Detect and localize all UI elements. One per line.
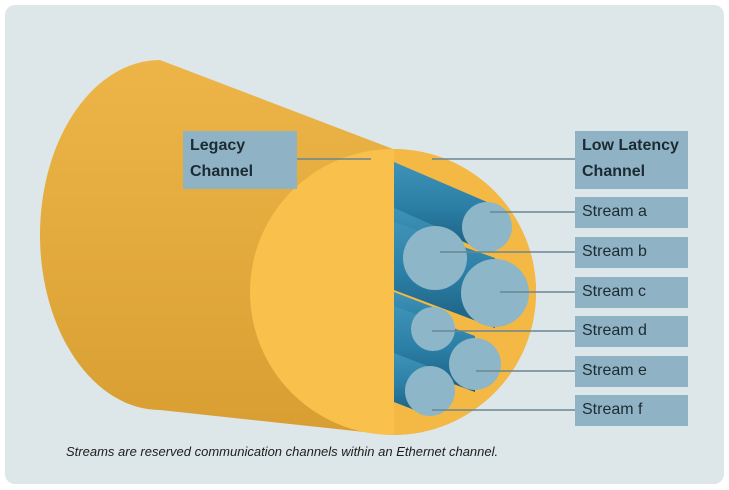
stream-a-end xyxy=(462,202,512,252)
legacy-channel-label: Legacy Channel xyxy=(183,131,297,189)
stream-d-label: Stream d xyxy=(575,316,688,347)
diagram-caption: Streams are reserved communication chann… xyxy=(66,444,499,459)
stream-d-end xyxy=(411,307,455,351)
stream-c-end xyxy=(461,259,529,327)
stream-b-end xyxy=(403,226,467,290)
stream-a-label: Stream a xyxy=(575,197,688,228)
stream-e-end xyxy=(449,338,501,390)
stream-f-label: Stream f xyxy=(575,395,688,426)
low-latency-channel-label-line1: Low Latency xyxy=(582,137,679,154)
stream-c-label: Stream c xyxy=(575,277,688,308)
stream-b-label: Stream b xyxy=(575,237,688,268)
stream-e-label: Stream e xyxy=(575,356,688,387)
low-latency-channel-label: Low Latency Channel xyxy=(575,131,688,189)
low-latency-channel-label-line2: Channel xyxy=(582,163,646,180)
stream-f-end xyxy=(405,366,455,416)
legacy-channel-label-line2: Channel xyxy=(190,163,254,180)
legacy-channel-label-line1: Legacy xyxy=(190,137,246,154)
